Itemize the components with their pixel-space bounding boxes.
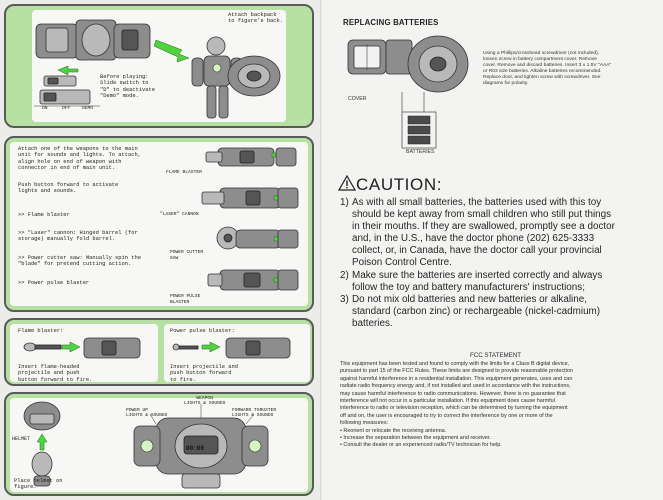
cover-label: COVER bbox=[348, 96, 367, 102]
place-helmet-text: Place helmet on figure. bbox=[14, 478, 63, 491]
switch-label-demo: DEMO bbox=[82, 106, 94, 111]
weapon-bullet-saw: >> Power cutter saw: Manually spin the "… bbox=[18, 255, 141, 268]
flame-blaster-instructions: Insert flame-headed projectile and push … bbox=[18, 364, 93, 383]
backpack-callout: Attach backpack to figure's back. bbox=[228, 12, 283, 25]
replacing-batteries-title: REPLACING BATTERIES bbox=[343, 18, 439, 27]
weapons-illustration bbox=[201, 147, 299, 291]
label-laser-cannon: "LASER" CANNON bbox=[160, 212, 199, 217]
battery-compartment-illustration bbox=[347, 35, 469, 149]
fcc-bullet: • Consult the dealer or an experienced r… bbox=[340, 442, 502, 449]
weapons-intro-text: Attach one of the weapons to the main un… bbox=[18, 146, 141, 172]
fcc-bullet: • Increase the separation between the eq… bbox=[340, 435, 491, 442]
caution-item-1: 1) As with all small batteries, the batt… bbox=[340, 197, 615, 269]
label-power-pulse-blaster: POWER PULSE BLASTER bbox=[170, 294, 201, 305]
figure-with-backpack-illustration bbox=[34, 19, 281, 119]
weapon-bullet-pulse: >> Power pulse blaster bbox=[18, 280, 90, 286]
push-button-text: Push button forward to activate lights a… bbox=[18, 182, 119, 195]
helmet-lights-panel: 00:00 HELMET WEAPON LIGHTS & SOUNDS POWE… bbox=[4, 392, 314, 496]
caution-item-2: 2) Make sure the batteries are inserted … bbox=[340, 269, 603, 293]
switch-label-off: OFF bbox=[62, 106, 71, 111]
fcc-statement-body: This equipment has been tested and found… bbox=[340, 361, 652, 450]
power-pulse-instructions: Insert projectile and push button forwar… bbox=[170, 364, 238, 383]
weapons-panel: Attach one of the weapons to the main un… bbox=[4, 136, 314, 312]
left-page: Attach backpack to figure's back. Before… bbox=[0, 0, 322, 500]
projectiles-illustration bbox=[23, 337, 291, 359]
weapon-bullet-laser: >> "Laser" cannon: Hinged barrel (for st… bbox=[18, 230, 138, 243]
warning-triangle-icon bbox=[338, 175, 356, 191]
label-flame-blaster: FLAME BLASTER bbox=[166, 170, 202, 175]
projectiles-panel: Flame blaster: Power pulse blaster: Inse… bbox=[4, 318, 314, 386]
power-up-lights-label: POWER UP LIGHTS & SOUNDS bbox=[126, 408, 168, 419]
caution-item-3: 3) Do not mix old batteries and new batt… bbox=[340, 293, 601, 329]
caution-list: 1) As with all small batteries, the batt… bbox=[340, 197, 650, 330]
forward-thruster-lights-label: FORWARD THRUSTER LIGHTS & SOUNDS bbox=[232, 408, 277, 419]
batteries-label: BATTERIES bbox=[406, 149, 435, 155]
backpack-display: 00:00 bbox=[186, 445, 205, 452]
fcc-statement-title: FCC STATEMENT bbox=[470, 352, 521, 359]
helmet-and-backpack-illustration bbox=[23, 401, 269, 489]
backpack-panel: Attach backpack to figure's back. Before… bbox=[4, 4, 314, 128]
switch-label-on: ON bbox=[42, 106, 48, 111]
label-power-cutter-saw: POWER CUTTER SAW bbox=[170, 250, 204, 261]
weapon-bullet-flame: >> Flame blaster bbox=[18, 212, 70, 218]
helmet-label: HELMET bbox=[12, 436, 31, 442]
fcc-bullet: • Reorient or relocate the receiving ant… bbox=[340, 427, 447, 434]
caution-title: CAUTION: bbox=[356, 175, 443, 194]
weapon-lights-label: WEAPON LIGHTS & SOUNDS bbox=[184, 396, 226, 407]
switch-notes: Before playing: Slide switch to "D" to d… bbox=[100, 74, 155, 100]
right-page bbox=[322, 0, 663, 500]
flame-blaster-title: Flame blaster: bbox=[18, 328, 64, 334]
replacing-batteries-instructions: Using a Phillips/crosshead screwdriver (… bbox=[483, 51, 612, 87]
power-pulse-title: Power pulse blaster: bbox=[170, 328, 235, 334]
